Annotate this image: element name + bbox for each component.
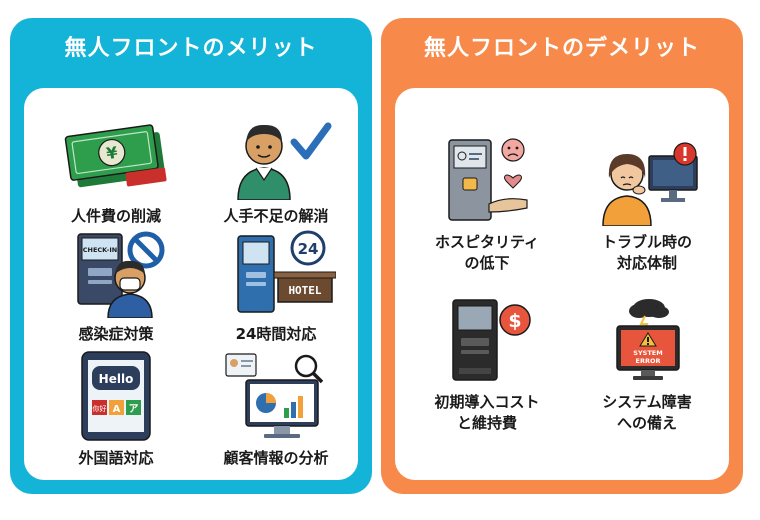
merit-label: 24時間対応 (235, 325, 317, 343)
money-icon: ¥ (64, 124, 167, 188)
merit-item-staffing: 人手不足の解消 (196, 108, 356, 227)
merit-label: 人手不足の解消 (223, 207, 329, 225)
demerit-label-line1: システム障害 (602, 393, 692, 411)
merits-content: ¥ 人件費の削減 人手不足の解消 (24, 88, 358, 480)
merits-title: 無人フロントのメリット (64, 36, 318, 61)
demerits-title: 無人フロントのデメリット (423, 36, 700, 61)
merit-label: 外国語対応 (78, 449, 154, 467)
svg-text:ERROR: ERROR (636, 357, 661, 365)
svg-text:Hello: Hello (99, 372, 134, 386)
demerit-label-line2: の低下 (464, 254, 510, 272)
svg-text:SYSTEM: SYSTEM (633, 349, 662, 357)
demerit-label: システム障害 への備え (567, 392, 727, 434)
merit-label: 顧客情報の分析 (223, 449, 329, 467)
merit-label: 感染症対策 (78, 325, 154, 343)
merit-item-24h: 24 HOTEL 24時間対応 (196, 226, 356, 345)
demerit-item-cost: $ 初期導入コスト と維持費 (407, 294, 567, 434)
svg-text:¥: ¥ (105, 143, 119, 163)
kiosk-cost-icon: $ (452, 299, 531, 381)
demerit-label-line2: と維持費 (456, 414, 517, 432)
svg-text:HOTEL: HOTEL (288, 284, 321, 297)
demerit-label: トラブル時の 対応体制 (567, 232, 727, 274)
svg-text:ア: ア (129, 403, 139, 415)
merit-label: 人件費の削減 (70, 207, 161, 225)
worker-check-icon (237, 122, 332, 200)
svg-text:CHECK-IN: CHECK-IN (83, 246, 117, 254)
demerit-label: ホスピタリティ の低下 (407, 232, 567, 274)
svg-text:$: $ (508, 310, 521, 332)
hospitality-kiosk-icon (448, 138, 528, 221)
merits-panel: 無人フロントのメリット ¥ 人件費の削減 (10, 18, 372, 494)
system-error-icon: SYSTEM ERROR (616, 299, 680, 380)
merit-item-infection: CHECK-IN 感染症対策 (36, 226, 196, 345)
demerits-panel: 無人フロントのデメリット ホスピタリティ の低下 (381, 18, 743, 494)
demerit-item-system: SYSTEM ERROR システム障害 への備え (567, 294, 727, 434)
demerit-label-line1: 初期導入コスト (434, 393, 540, 411)
svg-text:A: A (113, 404, 121, 415)
merit-item-cost: ¥ 人件費の削減 (36, 108, 196, 227)
tablet-translate-icon: Hello 你好 A ア (81, 351, 151, 441)
demerit-item-hospitality: ホスピタリティ の低下 (407, 134, 567, 274)
analytics-icon (225, 353, 324, 438)
checkin-mask-icon: CHECK-IN (77, 231, 165, 318)
demerit-item-trouble: トラブル時の 対応体制 (567, 134, 727, 274)
demerit-label-line1: トラブル時の (601, 233, 692, 251)
demerit-label-line2: への備え (616, 414, 677, 432)
demerit-label-line1: ホスピタリティ (434, 233, 540, 251)
demerits-content: ホスピタリティ の低下 トラ (395, 88, 729, 480)
svg-text:你好: 你好 (93, 404, 107, 413)
merit-item-language: Hello 你好 A ア 外国語対応 (36, 350, 196, 469)
svg-text:24: 24 (298, 240, 319, 258)
demerit-label-line2: 対応体制 (616, 254, 677, 272)
kiosk-24h-icon: 24 HOTEL (237, 230, 336, 313)
demerit-label: 初期導入コスト と維持費 (407, 392, 567, 434)
troubled-woman-icon (602, 142, 698, 226)
merit-item-analytics: 顧客情報の分析 (196, 350, 356, 469)
